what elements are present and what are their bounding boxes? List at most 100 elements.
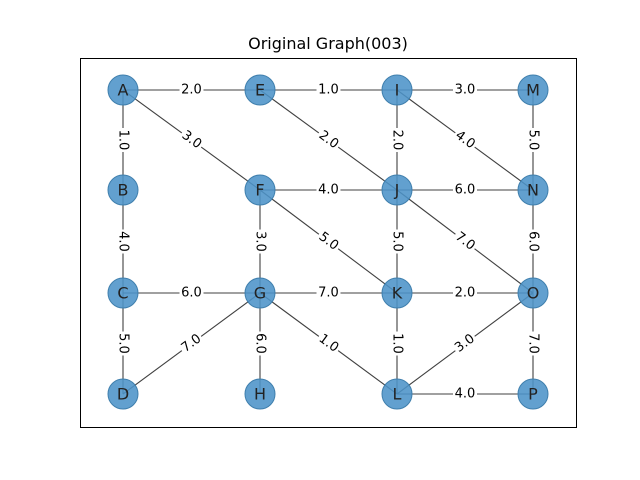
node-circle xyxy=(381,174,413,206)
edge-weight-background xyxy=(115,128,131,152)
node-I: I xyxy=(381,74,413,106)
edge-weight-label: 7.0 xyxy=(526,333,541,354)
node-F: F xyxy=(244,174,276,206)
edge-weight-background xyxy=(179,82,204,98)
node-label: E xyxy=(255,81,265,100)
node-label: L xyxy=(393,385,402,404)
node-circle xyxy=(517,378,549,410)
edge-weight-G-K: 7.0 xyxy=(316,285,341,301)
edge-weight-background xyxy=(115,229,131,254)
edge-weight-background xyxy=(316,82,341,98)
edge-weight-label: 3.0 xyxy=(455,83,476,98)
edge-weight-label: 3.0 xyxy=(253,231,268,252)
node-label: K xyxy=(392,284,403,303)
node-O: O xyxy=(517,277,549,309)
node-label: C xyxy=(117,284,128,303)
edge-weight-background xyxy=(314,126,343,154)
edge-weight-C-G: 6.0 xyxy=(179,285,204,301)
edge-weight-background xyxy=(389,229,405,254)
node-P: P xyxy=(517,378,549,410)
edge-weight-background xyxy=(453,182,477,198)
edge-weight-background xyxy=(314,227,343,256)
edge-weight-label: 4.0 xyxy=(455,387,476,402)
edge-weight-background xyxy=(525,331,541,356)
edge-weight-I-J: 2.0 xyxy=(389,128,405,152)
edge-weight-background xyxy=(389,128,405,152)
edge-weight-label: 5.0 xyxy=(116,333,131,354)
edge-weight-O-P: 7.0 xyxy=(525,331,541,356)
edge-weight-label: 5.0 xyxy=(526,130,541,151)
edge-weight-C-D: 5.0 xyxy=(115,331,131,356)
node-label: M xyxy=(526,81,540,100)
nodes-layer: A E I M B F J N C G K O D H L P xyxy=(107,74,549,410)
node-H: H xyxy=(244,378,276,410)
graph-title: Original Graph(003) xyxy=(248,34,408,53)
edge-weight-background xyxy=(177,126,206,154)
edge-weight-G-H: 6.0 xyxy=(252,331,268,356)
edge-weight-label: 6.0 xyxy=(526,231,541,252)
edge-weight-B-C: 4.0 xyxy=(115,229,131,254)
edge-weight-label: 1.0 xyxy=(116,130,131,151)
node-label: I xyxy=(395,81,400,100)
node-circle xyxy=(381,378,413,410)
node-A: A xyxy=(107,74,139,106)
node-K: K xyxy=(381,277,413,309)
node-circle xyxy=(244,74,276,106)
edge-weight-K-L: 1.0 xyxy=(389,331,405,356)
edge-weight-label: 2.0 xyxy=(390,130,405,151)
edge-weight-background xyxy=(252,331,268,356)
node-L: L xyxy=(381,378,413,410)
edge-weight-label: 6.0 xyxy=(181,286,202,301)
node-C: C xyxy=(107,277,139,309)
edge-weight-A-B: 1.0 xyxy=(115,128,131,152)
edge-weight-I-M: 3.0 xyxy=(453,82,477,98)
edge-weight-label: 1.0 xyxy=(390,333,405,354)
node-label: D xyxy=(117,385,129,404)
node-circle xyxy=(381,277,413,309)
node-label: P xyxy=(528,385,538,404)
edge-weight-background xyxy=(453,386,477,402)
node-circle xyxy=(107,277,139,309)
node-E: E xyxy=(244,74,276,106)
edge-weight-background xyxy=(525,128,541,152)
node-label: A xyxy=(118,81,129,100)
node-circle xyxy=(244,174,276,206)
edge-weight-background xyxy=(316,285,341,301)
edge-weight-background xyxy=(453,82,477,98)
edge-weight-background xyxy=(252,229,268,254)
node-B: B xyxy=(107,174,139,206)
edge-weight-label: 2.0 xyxy=(181,83,202,98)
node-N: N xyxy=(517,174,549,206)
edge-weight-J-N: 6.0 xyxy=(453,182,477,198)
node-D: D xyxy=(107,378,139,410)
edge-weight-label: 6.0 xyxy=(455,183,476,198)
edge-weight-label: 5.0 xyxy=(390,231,405,252)
edge-weight-label: 4.0 xyxy=(318,183,339,198)
edge-weight-background xyxy=(450,329,480,358)
edge-weight-background xyxy=(525,229,541,254)
node-circle xyxy=(107,74,139,106)
edge-weight-E-I: 1.0 xyxy=(316,82,341,98)
edge-weight-background xyxy=(453,285,477,301)
edge-weight-A-E: 2.0 xyxy=(179,82,204,98)
node-circle xyxy=(517,277,549,309)
edge-weight-N-O: 6.0 xyxy=(525,229,541,254)
edge-weight-J-K: 5.0 xyxy=(389,229,405,254)
node-label: G xyxy=(254,284,266,303)
edge-weight-background xyxy=(316,182,341,198)
edge-weight-background xyxy=(314,329,343,358)
node-label: O xyxy=(527,284,540,303)
node-J: J xyxy=(381,174,413,206)
node-circle xyxy=(244,277,276,309)
node-circle xyxy=(381,74,413,106)
edge-weight-label: 7.0 xyxy=(318,286,339,301)
edge-weight-F-G: 3.0 xyxy=(252,229,268,254)
edge-weight-K-O: 2.0 xyxy=(453,285,477,301)
node-circle xyxy=(107,378,139,410)
edge-weight-L-P: 4.0 xyxy=(453,386,477,402)
edge-weight-F-J: 4.0 xyxy=(316,182,341,198)
node-label: H xyxy=(254,385,266,404)
edge-weight-label: 1.0 xyxy=(318,83,339,98)
edge-weight-M-N: 5.0 xyxy=(525,128,541,152)
